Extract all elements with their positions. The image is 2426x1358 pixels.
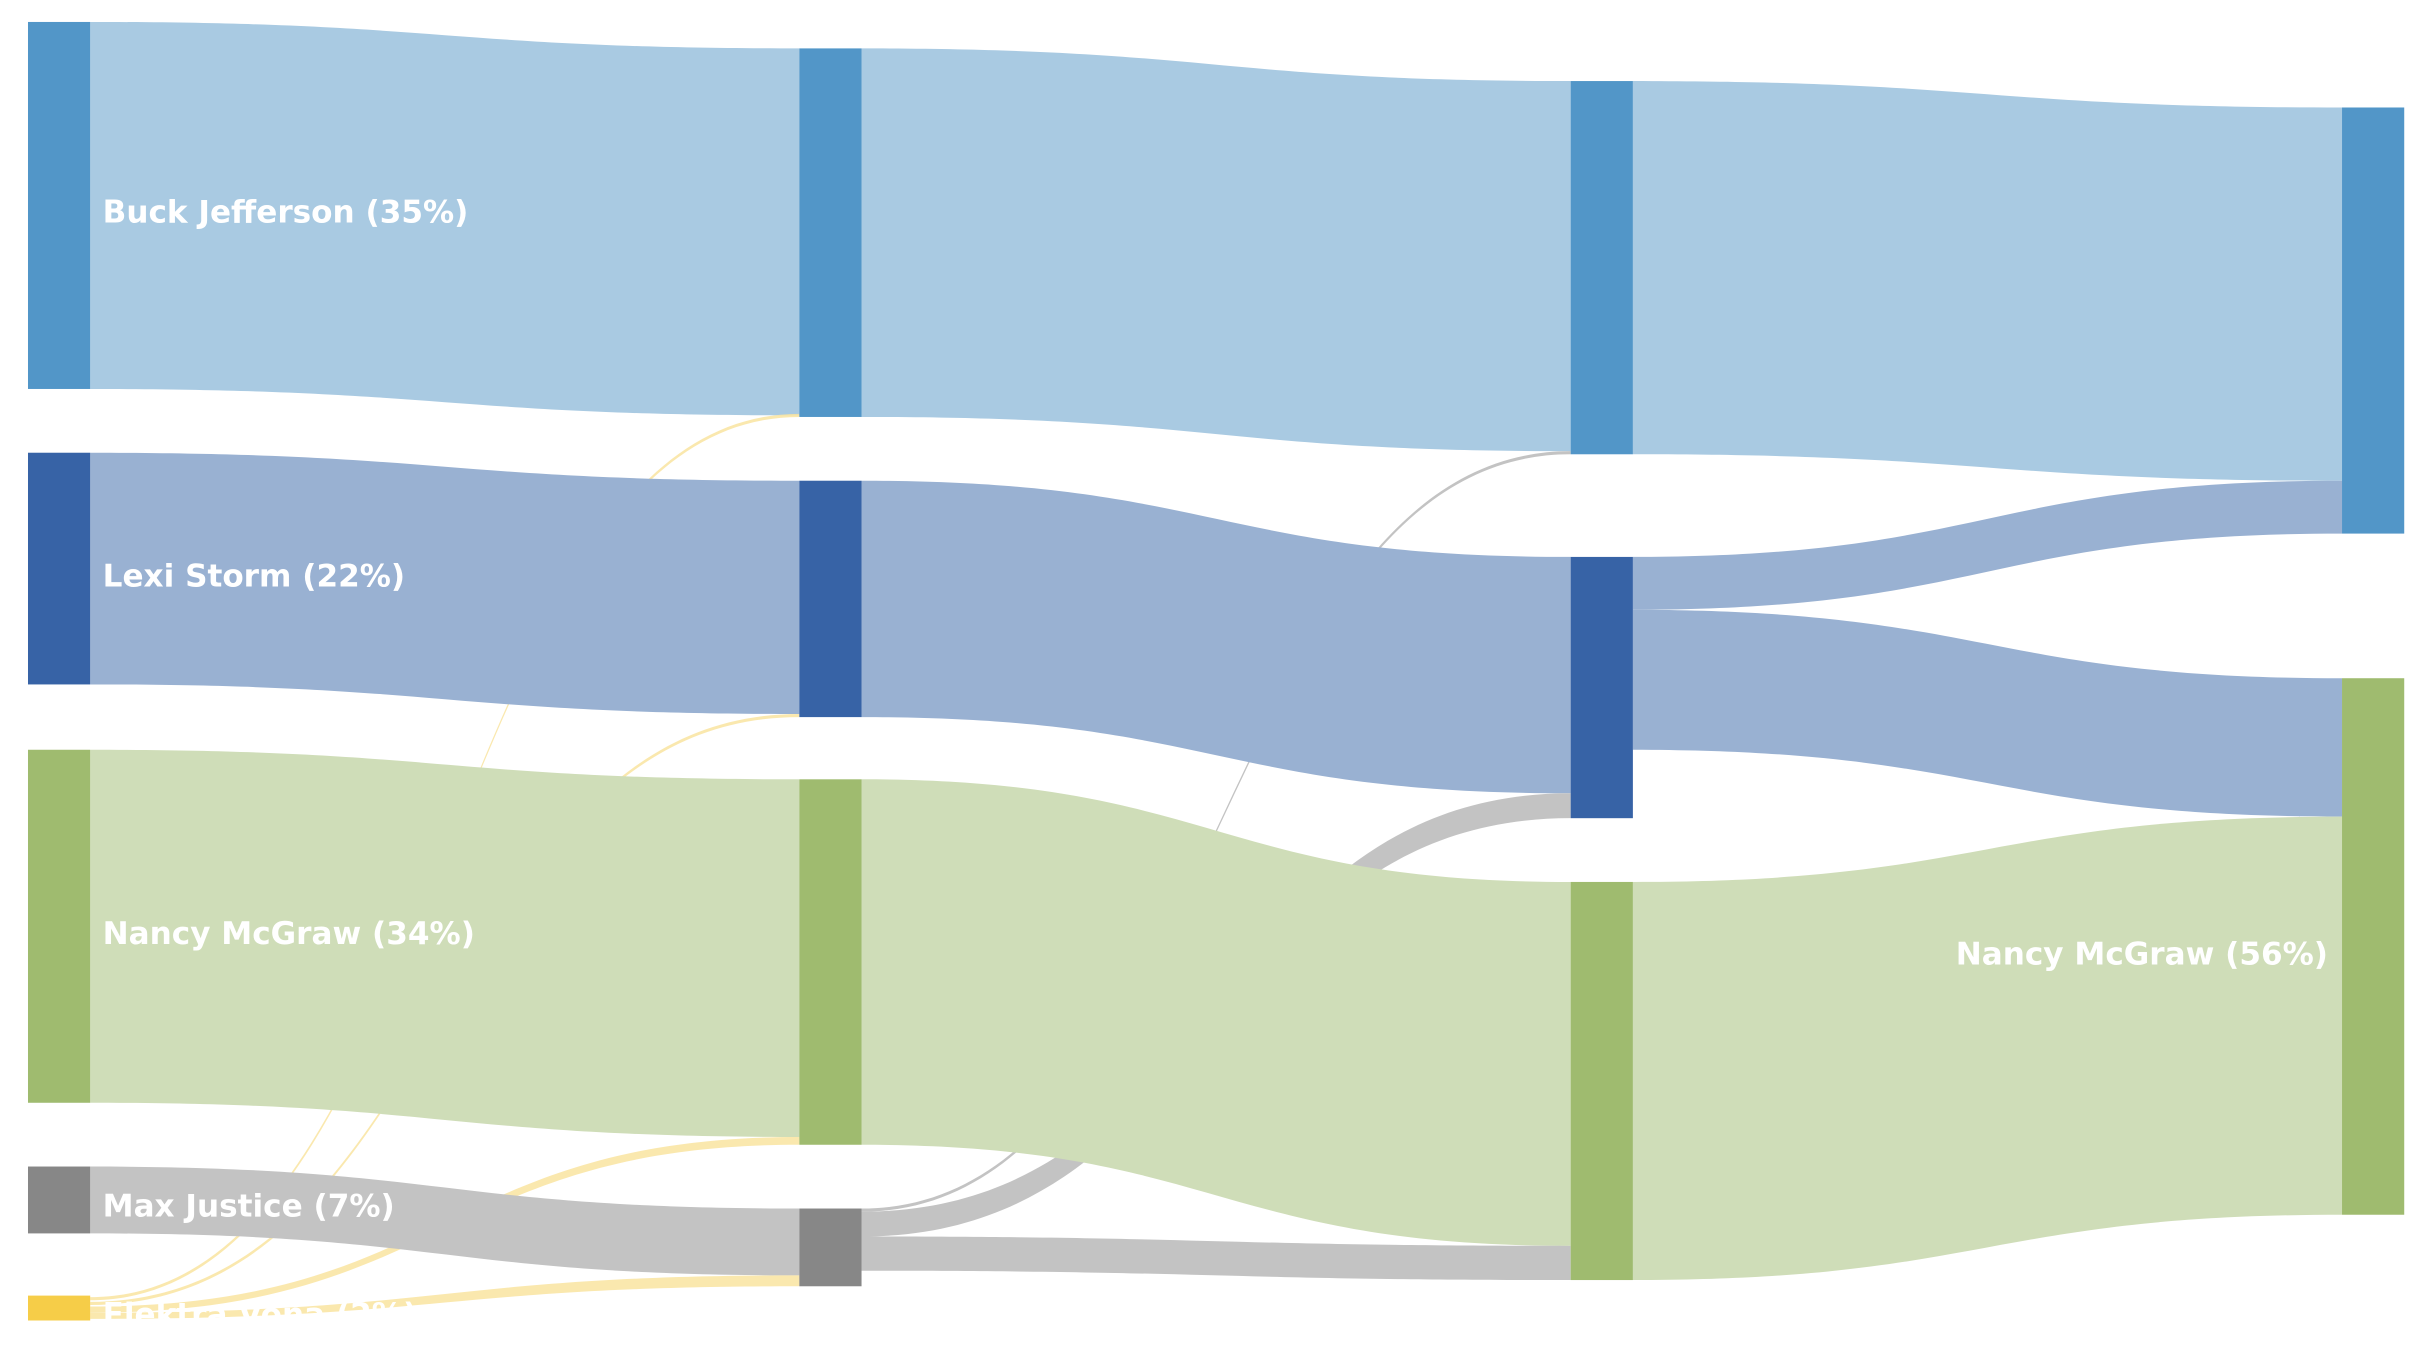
node-c0-buck[interactable] (27, 21, 91, 389)
link-c0-nancy-to-c1-nancy[interactable] (90, 749, 800, 1137)
node-c3-nancy[interactable] (2342, 678, 2405, 1215)
label-c0-buck: Buck Jefferson (35%) (103, 195, 469, 231)
link-c0-max-to-c1-max[interactable] (90, 1166, 800, 1276)
node-c0-nancy[interactable] (27, 749, 91, 1103)
node-c1-lexi[interactable] (799, 480, 862, 718)
node-c2-lexi[interactable] (1570, 556, 1633, 819)
node-c1-buck[interactable] (799, 48, 862, 417)
node-c0-max[interactable] (27, 1166, 91, 1234)
link-c1-nancy-to-c2-nancy[interactable] (861, 779, 1571, 1246)
labels-layer: Buck Jefferson (35%) Lexi Storm (22%) Na… (103, 195, 2328, 1334)
node-c1-max[interactable] (799, 1208, 862, 1287)
link-c1-buck-to-c2-buck[interactable] (861, 48, 1571, 452)
node-c1-nancy[interactable] (799, 779, 862, 1145)
node-c2-nancy[interactable] (1570, 881, 1633, 1281)
label-c0-elektra: Elektra Vona (2%) (103, 1297, 418, 1333)
link-c2-nancy-to-c3-nancy[interactable] (1632, 816, 2343, 1281)
label-c0-lexi: Lexi Storm (22%) (103, 558, 405, 594)
node-c2-buck[interactable] (1570, 81, 1633, 455)
link-c1-lexi-to-c2-lexi[interactable] (861, 480, 1571, 794)
link-c0-lexi-to-c1-lexi[interactable] (90, 452, 800, 714)
link-c1-max-to-c2-nancy[interactable] (861, 1236, 1571, 1281)
label-c0-nancy: Nancy McGraw (34%) (103, 916, 475, 952)
node-c0-elektra[interactable] (27, 1295, 91, 1321)
link-c0-elektra-to-c1-max[interactable] (90, 1275, 800, 1319)
links-layer (90, 21, 2343, 1319)
link-c2-buck-to-c3-buck[interactable] (1632, 81, 2343, 481)
label-c0-max: Max Justice (7%) (103, 1188, 395, 1224)
node-c0-lexi[interactable] (27, 452, 91, 685)
link-c0-buck-to-c1-buck[interactable] (90, 21, 800, 416)
label-c3-nancy: Nancy McGraw (56%) (1956, 936, 2328, 972)
nodes-layer (27, 21, 2405, 1321)
link-c2-lexi-to-c3-buck[interactable] (1632, 480, 2343, 610)
link-c2-lexi-to-c3-nancy[interactable] (1632, 609, 2343, 817)
node-c3-buck[interactable] (2342, 107, 2405, 534)
